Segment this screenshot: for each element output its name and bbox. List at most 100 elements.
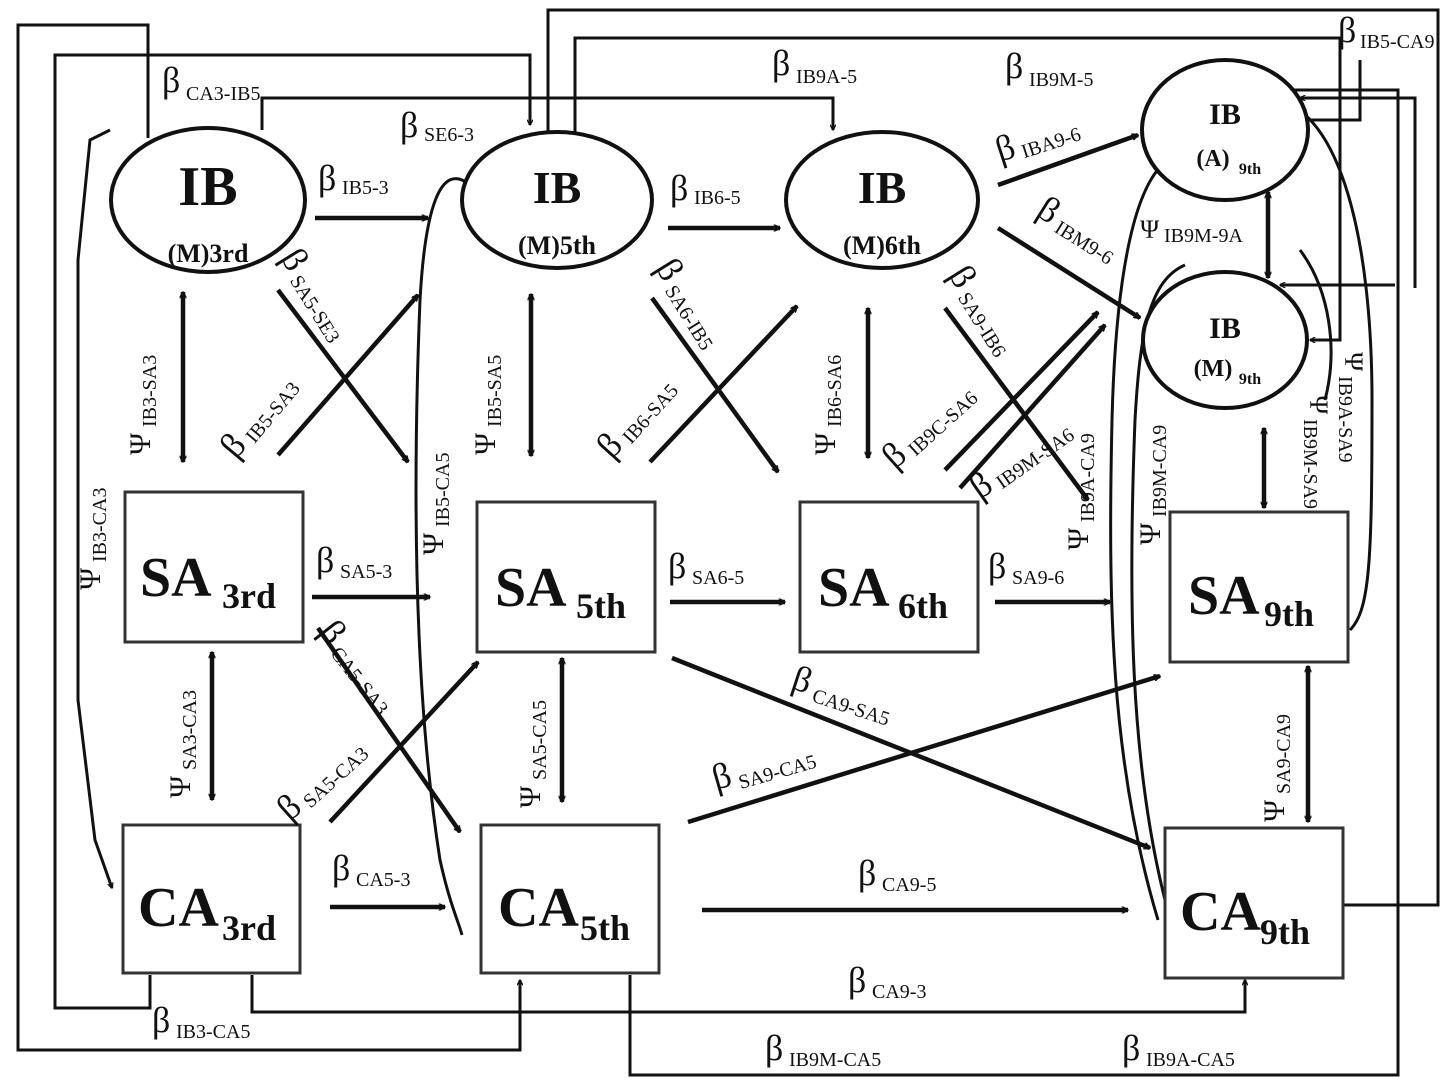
arrow-sa5-ib6 bbox=[648, 306, 799, 464]
label-psi-sa3-ca3-sub: SA3-CA3 bbox=[179, 690, 201, 770]
node-sa3: SA 3rd bbox=[123, 490, 305, 644]
svg-text:Ψ: Ψ bbox=[469, 432, 502, 455]
node-ca5-main: CA bbox=[498, 877, 579, 939]
beta-ib9m-ca5-line bbox=[628, 90, 1400, 1077]
label-beta-ca9-3-sub: CA9-3 bbox=[872, 981, 926, 1003]
label-beta-ib5-ca9-sub: IB5-CA9 bbox=[1360, 31, 1434, 53]
psi-ib3-ca3-line bbox=[76, 128, 112, 888]
arrow-ib3-sa5 bbox=[276, 288, 410, 462]
label-psi-ib5-sa5: Ψ IB5-SA5 bbox=[469, 355, 506, 455]
svg-text:Ψ: Ψ bbox=[1304, 395, 1333, 415]
label-beta-sa9-ib6: β SA9-IB6 bbox=[941, 258, 1010, 361]
label-beta-ib5-3: β IB5-3 bbox=[318, 158, 389, 199]
node-ca3-sub: 3rd bbox=[222, 908, 276, 948]
label-beta-ib3-ca5: β IB3-CA5 bbox=[152, 1000, 250, 1043]
label-beta-ca5-3-sub: CA5-3 bbox=[356, 869, 410, 891]
svg-text:Ψ: Ψ bbox=[74, 567, 107, 590]
label-beta-sa9-ca5: β SA9-CA5 bbox=[707, 751, 819, 798]
label-beta-ib9a-ca5-sub: IB9A-CA5 bbox=[1146, 1049, 1235, 1071]
label-beta-sa6-5-sub: SA6-5 bbox=[692, 567, 744, 589]
label-beta-ca9-sa5-sub: CA9-SA5 bbox=[809, 685, 892, 731]
label-beta-sa9-6: β SA9-6 bbox=[988, 546, 1064, 589]
label-psi-ib3-ca3-sub: IB3-CA3 bbox=[89, 488, 111, 562]
label-beta-ca9-5-sub: CA9-5 bbox=[882, 874, 936, 896]
label-beta-se6-3: β SE6-3 bbox=[400, 105, 474, 146]
node-sa9-sub: 9th bbox=[1264, 594, 1314, 634]
label-beta-ib6-5: β IB6-5 bbox=[670, 168, 741, 209]
node-ib9a: IB (A) 9th bbox=[1140, 58, 1310, 202]
label-psi-ib6-sa6: Ψ IB6-SA6 bbox=[809, 355, 846, 455]
svg-text:Ψ: Ψ bbox=[1062, 527, 1095, 550]
label-beta-se6-3-sub: SE6-3 bbox=[424, 124, 474, 146]
node-ib9m: IB (M) 9th bbox=[1141, 270, 1309, 410]
node-ca3-main: CA bbox=[138, 877, 219, 939]
label-psi-sa5-ca5: Ψ SA5-CA5 bbox=[514, 700, 551, 808]
label-beta-ib5-sa3: β IB5-SA3 bbox=[211, 378, 304, 465]
label-psi-ib3-sa3-sub: IB3-SA3 bbox=[139, 355, 161, 427]
node-ib6-main: IB bbox=[858, 162, 907, 213]
label-psi-ib5-ca5-sub: IB5-CA5 bbox=[432, 453, 454, 527]
label-beta-sa9-6-sub: SA9-6 bbox=[1012, 567, 1064, 589]
label-psi-ib3-sa3: Ψ IB3-SA3 bbox=[124, 355, 161, 455]
node-ib5-main: IB bbox=[533, 162, 582, 213]
label-psi-ib5-sa5-sub: IB5-SA5 bbox=[484, 355, 506, 427]
svg-text:β: β bbox=[400, 105, 418, 145]
svg-text:β: β bbox=[772, 43, 790, 83]
node-sa6-main: SA bbox=[818, 557, 890, 619]
arrow-ib6-ca9 bbox=[943, 306, 1090, 500]
node-ca5: CA 5th bbox=[479, 823, 661, 975]
svg-text:β: β bbox=[988, 546, 1006, 586]
svg-text:β: β bbox=[1338, 10, 1356, 50]
label-beta-ca5-sa3: β CA5-SA3 bbox=[312, 612, 393, 719]
beta-ca9-3-line bbox=[250, 975, 1245, 1014]
node-sa3-sub: 3rd bbox=[222, 576, 276, 616]
node-ib3-sub: (M)3rd bbox=[168, 239, 249, 268]
path-arrows bbox=[183, 132, 1308, 910]
beta-ib3-ca5-line bbox=[53, 53, 530, 1010]
label-beta-ib9m-5-sub: IB9M-5 bbox=[1029, 69, 1093, 91]
beta-ib9-return-line bbox=[1302, 60, 1362, 120]
node-ca3: CA 3rd bbox=[121, 823, 302, 975]
svg-text:Ψ: Ψ bbox=[809, 432, 842, 455]
node-ib6: IB (M)6th bbox=[784, 130, 980, 270]
svg-text:β: β bbox=[765, 1028, 783, 1068]
node-ib3-main: IB bbox=[178, 156, 237, 218]
node-ib5: IB (M)5th bbox=[460, 130, 654, 270]
label-psi-ib9a-ca9-sub: IB9A-CA9 bbox=[1077, 433, 1099, 522]
label-psi-ib9a-ca9: Ψ IB9A-CA9 bbox=[1062, 433, 1099, 550]
label-beta-ib5-ca9: β IB5-CA9 bbox=[1338, 10, 1434, 53]
label-psi-ib9m-ca9: Ψ IB9M-CA9 bbox=[1134, 425, 1171, 545]
svg-text:β: β bbox=[1005, 46, 1023, 86]
label-beta-ca9-5: β CA9-5 bbox=[858, 853, 936, 896]
svg-text:Ψ: Ψ bbox=[417, 532, 450, 555]
svg-text:β: β bbox=[962, 463, 1000, 506]
label-psi-sa9-ca9: Ψ SA9-CA9 bbox=[1258, 714, 1295, 822]
node-sa5-sub: 5th bbox=[576, 586, 626, 626]
arrow-sa6-ib9m-a bbox=[943, 312, 1100, 472]
label-psi-ib9m-9a-sub: IB9M-9A bbox=[1164, 225, 1243, 247]
arrow-sa6-ib9m-b bbox=[958, 325, 1107, 490]
beta-ib5-ca9-line bbox=[1300, 98, 1417, 288]
label-beta-ca3-ib5-sub: CA3-IB5 bbox=[186, 83, 260, 105]
node-ca9-main: CA bbox=[1180, 881, 1261, 943]
label-psi-ib9a-sa9-sub: IB9A-SA9 bbox=[1334, 376, 1356, 463]
psi-ib5-ca5-line bbox=[414, 177, 471, 936]
svg-text:β: β bbox=[848, 960, 866, 1000]
label-beta-sa6-5: β SA6-5 bbox=[668, 546, 744, 589]
arrow-ib5-sa6 bbox=[650, 296, 780, 472]
svg-text:β: β bbox=[318, 158, 336, 198]
label-beta-ca5-3: β CA5-3 bbox=[332, 848, 410, 891]
svg-text:β: β bbox=[707, 754, 736, 798]
svg-text:β: β bbox=[162, 60, 180, 100]
node-ca9: CA 9th bbox=[1163, 826, 1345, 980]
svg-text:β: β bbox=[858, 853, 876, 893]
label-psi-sa3-ca3: Ψ SA3-CA3 bbox=[164, 690, 201, 798]
label-beta-ca9-3: β CA9-3 bbox=[848, 960, 926, 1003]
label-beta-ib9m-ca5: β IB9M-CA5 bbox=[765, 1028, 881, 1071]
svg-text:Ψ: Ψ bbox=[1258, 799, 1291, 822]
node-sa9-main: SA bbox=[1188, 565, 1260, 627]
label-beta-sa5-ca3-sub: SA5-CA3 bbox=[299, 743, 373, 813]
svg-text:Ψ: Ψ bbox=[124, 432, 157, 455]
label-psi-ib5-ca5: Ψ IB5-CA5 bbox=[417, 453, 454, 555]
